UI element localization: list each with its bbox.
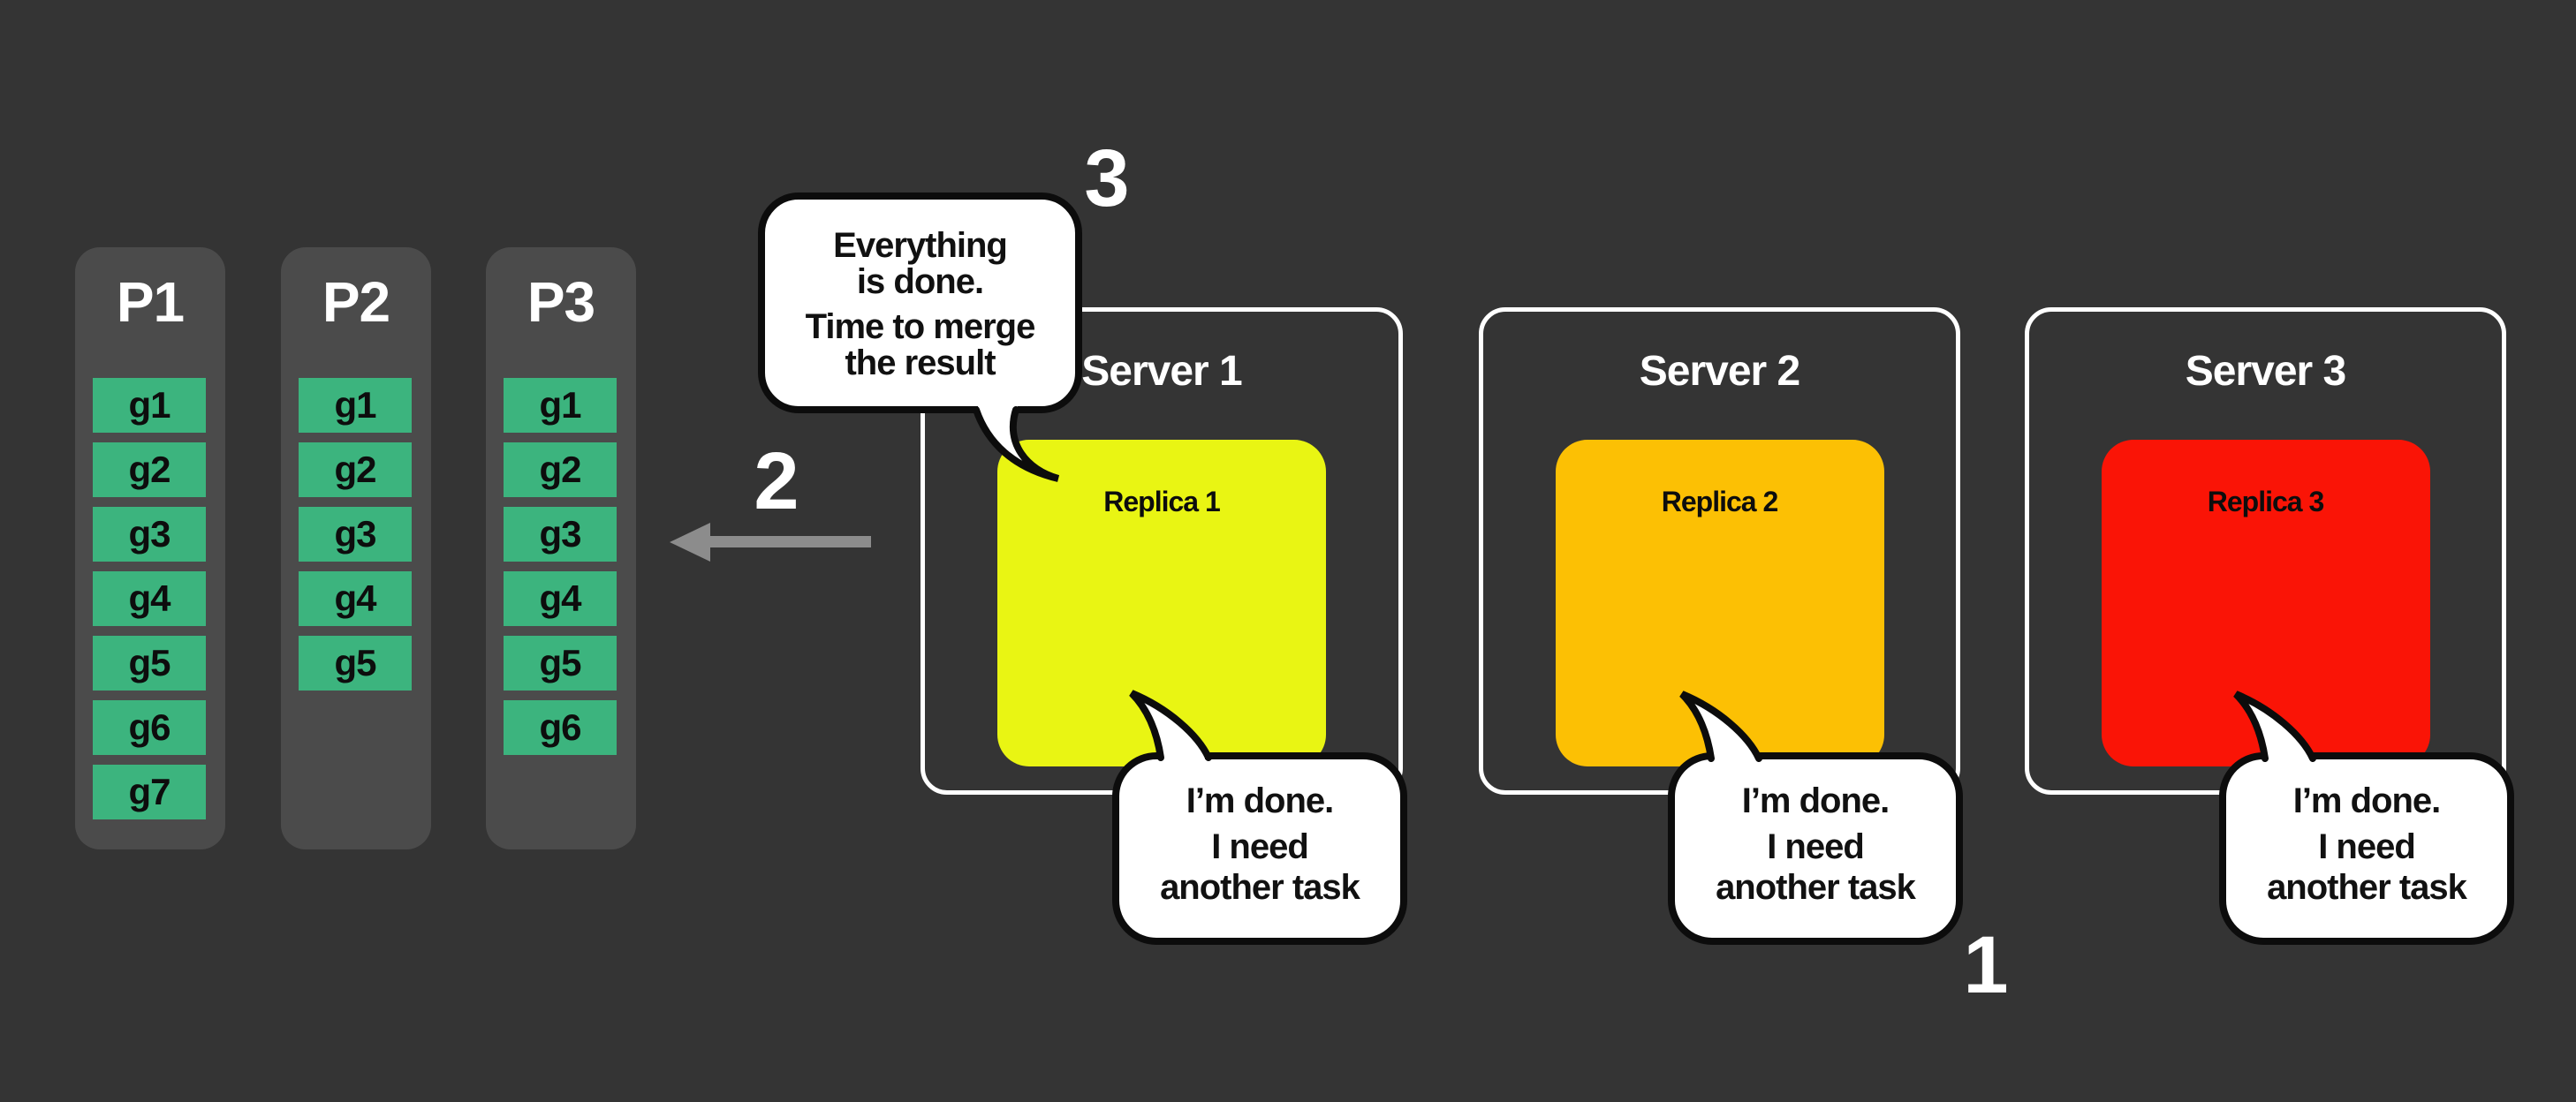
server-1-title: Server 1 <box>1081 348 1243 395</box>
bubble-line: I’m done. <box>1186 781 1335 820</box>
shard-cell: g6 <box>93 700 206 755</box>
shard-cell: g4 <box>93 571 206 626</box>
step-3-label: 3 <box>1084 133 1129 223</box>
bubble-line: Everything <box>833 226 1008 265</box>
partition-p2-title: P2 <box>322 270 390 334</box>
step-1-label: 1 <box>1963 920 2008 1010</box>
bubble-line: another task <box>1160 868 1360 907</box>
bubble-line: the result <box>845 343 996 382</box>
speech-bubble-tail-icon <box>1129 690 1212 763</box>
speech-bubble-tail-icon <box>1679 691 1762 764</box>
shard-cell: g7 <box>93 765 206 819</box>
partition-p2: P2 g1 g2 g3 g4 g5 <box>281 247 431 849</box>
bubble-line: I’m done. <box>2292 781 2442 820</box>
bubble-line: I need <box>1767 827 1865 866</box>
server-1-speech-bubble: I’m done. I need another task <box>1112 752 1407 945</box>
bubble-line: I’m done. <box>1741 781 1890 820</box>
bubble-line: another task <box>1716 868 1916 907</box>
server-3-title: Server 3 <box>2185 348 2347 395</box>
bubble-line: is done. <box>856 262 984 301</box>
bubble-line: I need <box>1211 827 1309 866</box>
server-3-speech-bubble: I’m done. I need another task <box>2219 752 2514 945</box>
step-2-label: 2 <box>754 436 799 526</box>
speech-bubble-tail-icon <box>2233 691 2316 764</box>
shard-cell: g2 <box>299 442 412 497</box>
partition-p3: P3 g1 g2 g3 g4 g5 g6 <box>486 247 636 849</box>
speech-bubble-tail-icon <box>973 401 1060 482</box>
shard-cell: g1 <box>504 378 617 433</box>
shard-cell: g4 <box>504 571 617 626</box>
shard-cell: g2 <box>504 442 617 497</box>
shard-cell: g5 <box>93 636 206 691</box>
replica-2-label: Replica 2 <box>1661 486 1779 517</box>
server-2-title: Server 2 <box>1639 348 1801 395</box>
shard-cell: g3 <box>299 507 412 562</box>
shard-cell: g4 <box>299 571 412 626</box>
arrow-left-icon <box>707 536 871 547</box>
shard-cell: g5 <box>299 636 412 691</box>
bubble-line: Time to merge <box>805 307 1036 346</box>
bubble-line: another task <box>2267 868 2467 907</box>
shard-cell: g3 <box>93 507 206 562</box>
shard-cell: g2 <box>93 442 206 497</box>
arrow-left-head-icon <box>670 523 710 562</box>
partition-p1: P1 g1 g2 g3 g4 g5 g6 g7 <box>75 247 225 849</box>
partition-p3-title: P3 <box>527 270 595 334</box>
shard-cell: g5 <box>504 636 617 691</box>
replica-3-label: Replica 3 <box>2207 486 2325 517</box>
replica-1-label: Replica 1 <box>1103 486 1221 517</box>
shard-cell: g3 <box>504 507 617 562</box>
partition-p1-title: P1 <box>116 270 185 334</box>
bubble-line: I need <box>2318 827 2416 866</box>
server-2-speech-bubble: I’m done. I need another task <box>1668 752 1963 945</box>
shard-cell: g6 <box>504 700 617 755</box>
shard-cell: g1 <box>299 378 412 433</box>
merge-speech-bubble: Everything is done. Time to merge the re… <box>758 192 1082 413</box>
shard-cell: g1 <box>93 378 206 433</box>
